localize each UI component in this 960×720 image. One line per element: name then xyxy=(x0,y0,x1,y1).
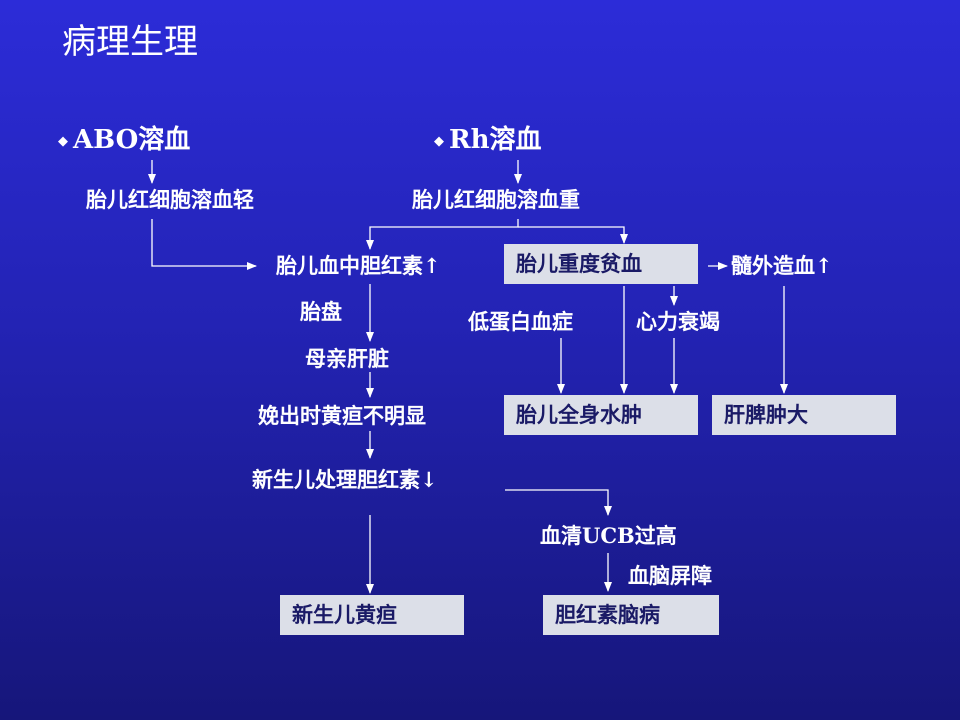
node-neonatal-jaundice: 新生儿黄疸 xyxy=(280,595,464,635)
node-abo-mild-hemolysis: 胎儿红细胞溶血轻 xyxy=(86,187,254,212)
abo-heading: ◆ ABO溶血 xyxy=(58,125,190,157)
arrow-processing-to-ucb xyxy=(505,489,612,516)
node-hydrops-fetalis: 胎儿全身水肿 xyxy=(504,395,698,435)
node-jaundice-not-obvious: 娩出时黄疸不明显 xyxy=(258,403,426,428)
diamond-bullet-icon: ◆ xyxy=(58,134,68,149)
node-rh-severe-hemolysis: 胎儿红细胞溶血重 xyxy=(412,187,580,212)
node-serum-ucb-high: 血清UCB过高 xyxy=(540,523,677,548)
diamond-bullet-icon: ◆ xyxy=(434,134,444,149)
node-newborn-bilirubin-processing: 新生儿处理胆红素↓ xyxy=(252,467,438,492)
arrow-severe-to-bilirubin xyxy=(366,219,519,250)
page-title: 病理生理 xyxy=(62,22,198,62)
node-hypoproteinemia: 低蛋白血症 xyxy=(468,309,573,334)
node-blood-brain-barrier: 血脑屏障 xyxy=(628,563,712,588)
node-fetal-severe-anemia: 胎儿重度贫血 xyxy=(504,244,698,284)
node-hepatosplenomegaly: 肝脾肿大 xyxy=(712,395,896,435)
node-fetal-bilirubin: 胎儿血中胆红素↑ xyxy=(276,253,441,278)
abo-heading-text: ABO溶血 xyxy=(73,125,191,155)
node-placenta: 胎盘 xyxy=(300,299,342,324)
node-heart-failure: 心力衰竭 xyxy=(636,309,720,334)
node-kernicterus: 胆红素脑病 xyxy=(543,595,719,635)
rh-heading: ◆ Rh溶血 xyxy=(434,125,542,157)
arrow-mild-to-bilirubin xyxy=(151,219,257,270)
arrow-severe-to-anemia xyxy=(518,226,628,244)
rh-heading-text: Rh溶血 xyxy=(449,125,542,155)
node-extramedullary-hematopoiesis: 髓外造血↑ xyxy=(731,253,833,278)
node-maternal-liver: 母亲肝脏 xyxy=(305,346,389,371)
